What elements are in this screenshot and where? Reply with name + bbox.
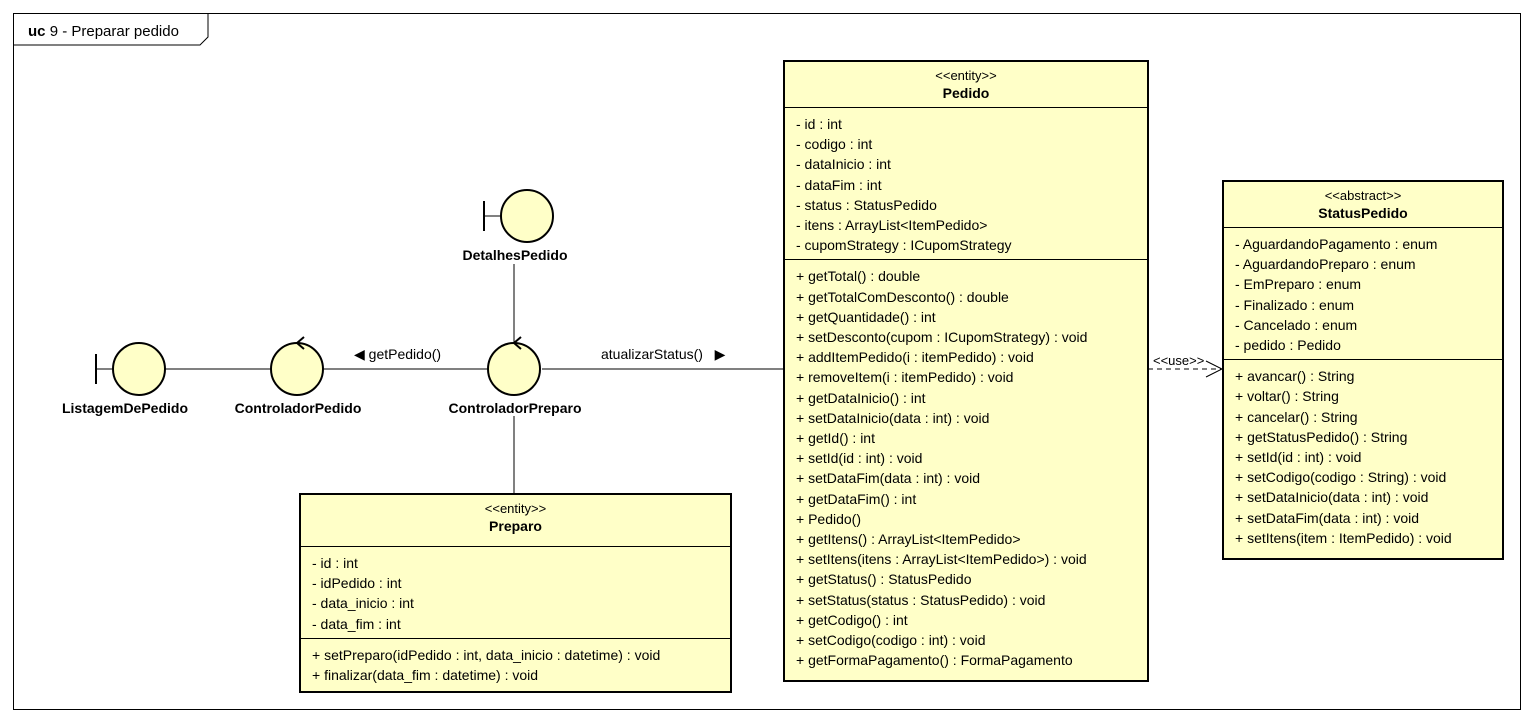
pedido-operation: + getId() : int bbox=[796, 430, 875, 447]
pedido-operation: + getDataFim() : int bbox=[796, 490, 917, 507]
statuspedido-operation: + setId(id : int) : void bbox=[1235, 449, 1362, 466]
left-arrow-icon: ◀ bbox=[354, 346, 365, 362]
statuspedido-attribute: - Finalizado : enum bbox=[1235, 296, 1355, 313]
preparo-attribute: - idPedido : int bbox=[312, 575, 402, 592]
pedido-attribute: - codigo : int bbox=[796, 136, 873, 153]
pedido-operation: + setStatus(status : StatusPedido) : voi… bbox=[796, 591, 1046, 608]
statuspedido-name: StatusPedido bbox=[1318, 205, 1408, 221]
pedido-operation: + removeItem(i : itemPedido) : void bbox=[796, 369, 1014, 386]
statuspedido-stereotype: <<abstract>> bbox=[1324, 188, 1402, 203]
pedido-operation: + setDataFim(data : int) : void bbox=[796, 470, 981, 487]
statuspedido-operation: + setCodigo(codigo : String) : void bbox=[1235, 469, 1447, 486]
pedido-attribute: - id : int bbox=[796, 116, 842, 132]
pedido-class: <<entity>> Pedido - id : int - codigo : i… bbox=[783, 60, 1149, 682]
frame-name: 9 - Preparar pedido bbox=[49, 23, 179, 40]
statuspedido-operation: + setDataInicio(data : int) : void bbox=[1235, 489, 1429, 506]
preparo-stereotype: <<entity>> bbox=[484, 501, 547, 516]
preparo-attribute: - id : int bbox=[312, 555, 358, 571]
statuspedido-attribute: - pedido : Pedido bbox=[1235, 337, 1341, 354]
atualizar-status-text: atualizarStatus() bbox=[601, 346, 703, 362]
pedido-attributes: - id : int - codigo : int - dataInicio : i… bbox=[785, 108, 1147, 261]
statuspedido-header: <<abstract>> StatusPedido bbox=[1224, 182, 1502, 228]
preparo-name: Preparo bbox=[489, 518, 542, 534]
listagem-boundary-icon bbox=[95, 342, 166, 396]
diagram-frame: uc 9 - Preparar pedido bbox=[13, 13, 1521, 710]
preparo-attribute: - data_inicio : int bbox=[312, 595, 414, 612]
statuspedido-operation: + setDataFim(data : int) : void bbox=[1235, 509, 1420, 526]
pedido-operation: + getStatus() : StatusPedido bbox=[796, 571, 972, 588]
pedido-operation: + setCodigo(codigo : int) : void bbox=[796, 632, 986, 649]
pedido-attribute: - status : StatusPedido bbox=[796, 196, 937, 213]
right-arrow-icon: ▶ bbox=[714, 346, 726, 362]
frame-keyword: uc bbox=[28, 23, 46, 40]
controladorpreparo-label: ControladorPreparo bbox=[448, 400, 582, 416]
pedido-name: Pedido bbox=[942, 85, 990, 101]
statuspedido-attribute: - AguardandoPreparo : enum bbox=[1235, 256, 1416, 273]
pedido-attribute: - cupomStrategy : ICupomStrategy bbox=[796, 237, 1012, 254]
pedido-operation: + getTotal() : double bbox=[796, 268, 921, 285]
listagem-label: ListagemDePedido bbox=[61, 400, 189, 416]
pedido-operation: + getCodigo() : int bbox=[796, 611, 908, 628]
statuspedido-operation: + avancar() : String bbox=[1235, 368, 1355, 385]
pedido-operation: + Pedido() bbox=[796, 510, 861, 527]
statuspedido-attribute: - Cancelado : enum bbox=[1235, 316, 1358, 333]
pedido-operation: + addItemPedido(i : itemPedido) : void bbox=[796, 349, 1034, 366]
pedido-operation: + setId(id : int) : void bbox=[796, 450, 923, 467]
statuspedido-attribute: - AguardandoPagamento : enum bbox=[1235, 236, 1438, 252]
atualizar-status-label: atualizarStatus() ▶ bbox=[601, 346, 725, 363]
statuspedido-class: <<abstract>> StatusPedido - AguardandoPa… bbox=[1222, 180, 1504, 560]
preparo-attribute: - data_fim : int bbox=[312, 615, 401, 632]
controladorpedido-control-icon bbox=[270, 336, 324, 396]
get-pedido-text: getPedido() bbox=[368, 346, 442, 362]
preparo-operations: + setPreparo(idPedido : int, data_inicio… bbox=[301, 639, 730, 689]
pedido-operation: + setItens(itens : ArrayList<ItemPedido>… bbox=[796, 551, 1087, 568]
pedido-operation: + getQuantidade() : int bbox=[796, 308, 936, 325]
pedido-operation: + setDataInicio(data : int) : void bbox=[796, 409, 990, 426]
pedido-stereotype: <<entity>> bbox=[935, 68, 997, 83]
pedido-operation: + getDataInicio() : int bbox=[796, 389, 926, 406]
statuspedido-attributes: - AguardandoPagamento : enum - Aguardando… bbox=[1224, 228, 1502, 361]
preparo-class: <<entity>> Preparo - id : int - idPedido … bbox=[299, 493, 732, 693]
preparo-operation: + finalizar(data_fim : datetime) : void bbox=[312, 667, 539, 684]
pedido-operation: + getItens() : ArrayList<ItemPedido> bbox=[796, 531, 1021, 548]
pedido-operation: + getFormaPagamento() : FormaPagamento bbox=[796, 652, 1073, 669]
statuspedido-operations: + avancar() : String + voltar() : String +… bbox=[1224, 360, 1502, 552]
pedido-attribute: - dataFim : int bbox=[796, 176, 882, 193]
frame-title: uc 9 - Preparar pedido bbox=[28, 23, 179, 40]
statuspedido-operation: + setItens(item : ItemPedido) : void bbox=[1235, 529, 1452, 546]
use-label: <<use>> bbox=[1153, 353, 1205, 368]
preparo-operation: + setPreparo(idPedido : int, data_inicio… bbox=[312, 646, 661, 663]
pedido-operation: + getTotalComDesconto() : double bbox=[796, 288, 1009, 305]
statuspedido-operation: + cancelar() : String bbox=[1235, 408, 1358, 425]
statuspedido-operation: + voltar() : String bbox=[1235, 388, 1339, 405]
pedido-operation: + setDesconto(cupom : ICupomStrategy) : … bbox=[796, 329, 1088, 346]
controladorpedido-label: ControladorPedido bbox=[234, 400, 362, 416]
detalhes-label: DetalhesPedido bbox=[462, 247, 568, 263]
pedido-attribute: - itens : ArrayList<ItemPedido> bbox=[796, 217, 988, 234]
frame-tab bbox=[14, 14, 209, 46]
get-pedido-label: ◀ getPedido() bbox=[354, 346, 441, 363]
statuspedido-operation: + getStatusPedido() : String bbox=[1235, 428, 1408, 445]
preparo-header: <<entity>> Preparo bbox=[301, 495, 730, 547]
preparo-attributes: - id : int - idPedido : int - data_inicio … bbox=[301, 547, 730, 639]
pedido-header: <<entity>> Pedido bbox=[785, 62, 1147, 108]
detalhes-boundary-icon bbox=[483, 189, 554, 243]
controladorpreparo-control-icon bbox=[487, 336, 541, 396]
statuspedido-attribute: - EmPreparo : enum bbox=[1235, 276, 1362, 293]
pedido-attribute: - dataInicio : int bbox=[796, 156, 891, 173]
pedido-operations: + getTotal() : double + getTotalComDescon… bbox=[785, 260, 1147, 674]
